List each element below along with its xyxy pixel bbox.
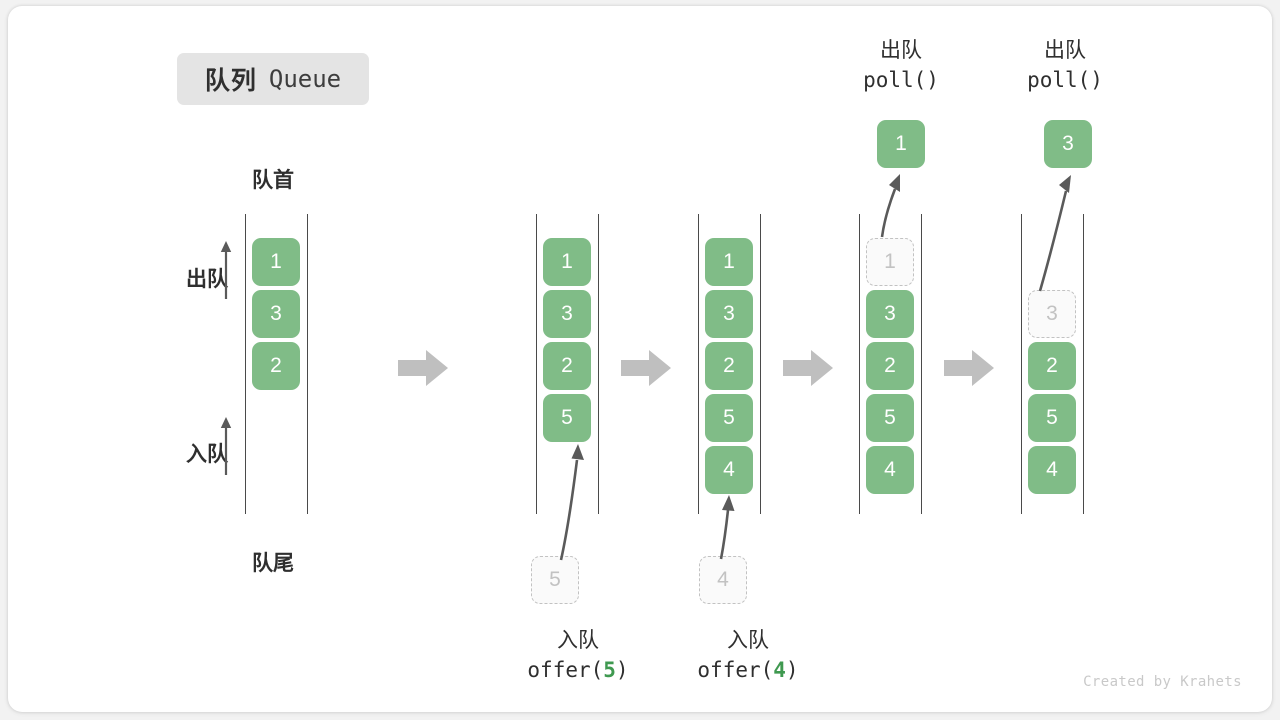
offer4-fn: offer( [697,657,774,682]
queue-column-poll-1: 1 3 2 5 4 [859,214,969,514]
queue-column-after-offer5: 1 3 2 5 [536,214,646,514]
enqueue-curve-arrow-4-icon [703,490,753,567]
offer4-close: ) [785,657,799,682]
enqueue-label: 入队 [186,443,228,466]
queue-item-removed: 1 [866,238,914,286]
credit-text: Created by Krahets [1083,674,1242,690]
poll-curve-arrow-1-icon [857,169,917,244]
step-arrow-icon [621,348,673,388]
rail-right [760,214,761,514]
queue-item: 5 [866,394,914,442]
queue-item: 2 [543,342,591,390]
queue-item: 2 [705,342,753,390]
queue-item: 4 [866,446,914,494]
queue-item: 3 [252,290,300,338]
step-arrow-icon [944,348,996,388]
title-english: Queue [268,65,342,93]
incoming-ghost-box-5: 5 [531,556,579,604]
rail-left [1021,214,1022,514]
queue-item: 1 [543,238,591,286]
queue-item-new: 5 [543,394,591,442]
title-badge: 队列 Queue [177,53,369,105]
offer5-close: ) [615,657,629,682]
rail-right [1083,214,1084,514]
head-label: 队首 [252,169,294,192]
enqueue-curve-arrow-5-icon [528,438,598,568]
queue-item-removed: 3 [1028,290,1076,338]
polled-value-box-1: 1 [877,120,925,168]
dequeue-label: 出队 [186,268,228,291]
rail-left [245,214,246,514]
diagram-card: 队列 Queue 队首 队尾 出队 入队 1 3 2 1 3 [8,6,1272,712]
rail-left [698,214,699,514]
queue-item: 1 [705,238,753,286]
step-arrow-icon [783,348,835,388]
step-arrow-icon [398,348,450,388]
caption-offer4: 入队 offer(4) [697,629,799,682]
rail-left [536,214,537,514]
rail-right [307,214,308,514]
queue-item: 5 [1028,394,1076,442]
offer5-arg: 5 [603,657,616,682]
poll-curve-arrow-3-icon [1018,169,1088,299]
queue-item: 3 [705,290,753,338]
queue-item: 2 [252,342,300,390]
queue-item: 2 [1028,342,1076,390]
rail-right [598,214,599,514]
queue-column-after-offer4: 1 3 2 5 4 [698,214,808,514]
title-chinese: 队列 [204,67,257,95]
dequeue-up-arrow-icon [217,238,235,300]
caption-poll-1: 出队 poll() [863,39,939,92]
rail-left [859,214,860,514]
queue-item: 2 [866,342,914,390]
caption-offer5: 入队 offer(5) [527,629,629,682]
queue-item: 4 [1028,446,1076,494]
polled-value-box-3: 3 [1044,120,1092,168]
queue-item: 3 [866,290,914,338]
rail-right [921,214,922,514]
tail-label: 队尾 [252,552,294,575]
offer4-arg: 4 [773,657,786,682]
queue-item: 3 [543,290,591,338]
queue-item-new: 4 [705,446,753,494]
queue-column-initial: 1 3 2 [245,214,355,514]
enqueue-up-arrow-icon [217,414,235,476]
queue-item: 1 [252,238,300,286]
queue-item: 5 [705,394,753,442]
queue-column-poll-3: 3 2 5 4 [1021,214,1131,514]
offer5-fn: offer( [527,657,604,682]
caption-poll-3: 出队 poll() [1027,39,1103,92]
incoming-ghost-box-4: 4 [699,556,747,604]
